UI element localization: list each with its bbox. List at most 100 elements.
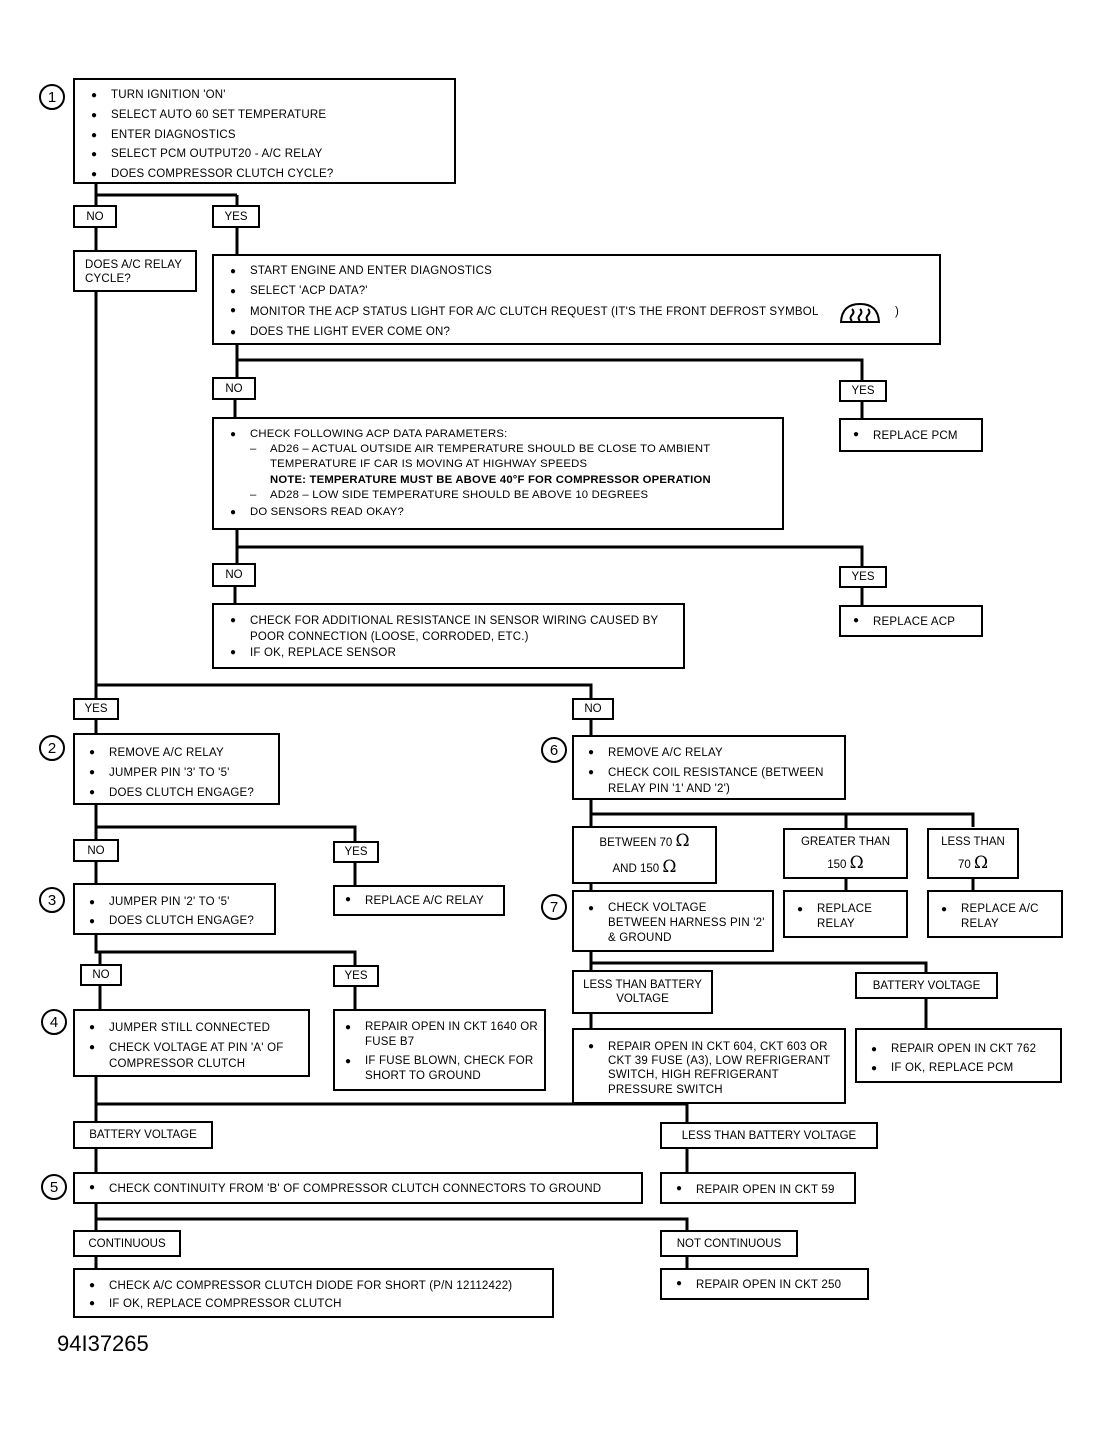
label-no: NO <box>80 964 122 986</box>
step4-box: JUMPER STILL CONNECTED CHECK VOLTAGE AT … <box>73 1009 310 1077</box>
step-number-5: 5 <box>41 1174 67 1200</box>
engine-item: MONITOR THE ACP STATUS LIGHT FOR A/C CLU… <box>224 301 935 324</box>
acp-title: CHECK FOLLOWING ACP DATA PARAMETERS: <box>224 427 778 442</box>
diode-check-box: CHECK A/C COMPRESSOR CLUTCH DIODE FOR SH… <box>73 1268 554 1318</box>
label-continuous: CONTINUOUS <box>73 1230 181 1257</box>
sensor-item: CHECK FOR ADDITIONAL RESISTANCE IN SENSO… <box>224 613 679 645</box>
engine-item: SELECT 'ACP DATA?' <box>224 282 935 302</box>
acp-question: DO SENSORS READ OKAY? <box>224 505 778 520</box>
label-greater-than-150-ohm: GREATER THAN 150 Ω <box>783 828 908 879</box>
replace-relay-mid-item: REPLACE RELAY <box>791 902 902 932</box>
step6-item: REMOVE A/C RELAY <box>582 745 840 761</box>
acp-parameters-box: CHECK FOLLOWING ACP DATA PARAMETERS: – A… <box>212 417 784 530</box>
sensor-wiring-box: CHECK FOR ADDITIONAL RESISTANCE IN SENSO… <box>212 603 685 669</box>
label-battery-voltage: BATTERY VOLTAGE <box>73 1121 213 1149</box>
label-no: NO <box>73 205 117 228</box>
step2-box: REMOVE A/C RELAY JUMPER PIN '3' TO '5' D… <box>73 733 280 805</box>
front-defrost-icon <box>838 301 882 324</box>
acp-note: NOTE: TEMPERATURE MUST BE ABOVE 40°F FOR… <box>270 473 711 486</box>
step4-item: JUMPER STILL CONNECTED <box>83 1020 304 1036</box>
diode-item: CHECK A/C COMPRESSOR CLUTCH DIODE FOR SH… <box>83 1277 548 1295</box>
repair-762-item: REPAIR OPEN IN CKT 762 <box>865 1040 1056 1059</box>
step4-item: CHECK VOLTAGE AT PIN 'A' OF COMPRESSOR C… <box>83 1040 304 1072</box>
dash-mark: – <box>250 488 257 501</box>
repair-604-item: REPAIR OPEN IN CKT 604, CKT 603 OR CKT 3… <box>582 1040 840 1097</box>
replace-relay-left-box: REPLACE A/C RELAY <box>333 885 505 916</box>
engine-item-text: MONITOR THE ACP STATUS LIGHT FOR A/C CLU… <box>250 306 819 319</box>
replace-relay-right-box: REPLACE A/C RELAY <box>927 890 1063 938</box>
less-line1: LESS THAN <box>941 835 1005 848</box>
relay-cycle-question: DOES A/C RELAY CYCLE? <box>73 250 197 292</box>
engine-item: DOES THE LIGHT EVER COME ON? <box>224 323 935 343</box>
label-no: NO <box>73 839 119 862</box>
label-no: NO <box>572 698 614 720</box>
step7-box: CHECK VOLTAGE BETWEEN HARNESS PIN '2' & … <box>572 890 774 952</box>
less-line2: 70 Ω <box>958 853 988 876</box>
label-less-than-battery-voltage: LESS THAN BATTERY VOLTAGE <box>660 1122 878 1149</box>
step2-item: JUMPER PIN '3' TO '5' <box>83 763 274 783</box>
repair-762-item: IF OK, REPLACE PCM <box>865 1059 1056 1078</box>
step7-item: CHECK VOLTAGE BETWEEN HARNESS PIN '2' & … <box>582 901 768 946</box>
step1-item: TURN IGNITION 'ON' <box>85 86 450 106</box>
acp-ad26: – AD26 – ACTUAL OUTSIDE AIR TEMPERATURE … <box>224 442 778 472</box>
label-yes: YES <box>333 965 379 987</box>
label-no: NO <box>212 563 256 587</box>
acp-ad26-text: AD26 – ACTUAL OUTSIDE AIR TEMPERATURE SH… <box>270 443 711 471</box>
acp-ad28-text: AD28 – LOW SIDE TEMPERATURE SHOULD BE AB… <box>270 488 649 501</box>
repair-762-box: REPAIR OPEN IN CKT 762 IF OK, REPLACE PC… <box>855 1028 1062 1083</box>
repair-1640-item: IF FUSE BLOWN, CHECK FOR SHORT TO GROUND <box>339 1054 540 1084</box>
replace-pcm-box: REPLACE PCM <box>839 418 983 452</box>
step1-item: ENTER DIAGNOSTICS <box>85 126 450 146</box>
repair-1640-item: REPAIR OPEN IN CKT 1640 OR FUSE B7 <box>339 1020 540 1050</box>
between-line1: BETWEEN 70 Ω <box>599 829 689 855</box>
repair-604-box: REPAIR OPEN IN CKT 604, CKT 603 OR CKT 3… <box>572 1028 846 1104</box>
step-number-2: 2 <box>39 735 65 761</box>
label-less-than-70-ohm: LESS THAN 70 Ω <box>927 828 1019 879</box>
replace-relay-mid-box: REPLACE RELAY <box>783 890 908 938</box>
step5-item: CHECK CONTINUITY FROM 'B' OF COMPRESSOR … <box>83 1182 637 1196</box>
step-number-3: 3 <box>39 887 65 913</box>
step1-item: SELECT PCM OUTPUT20 - A/C RELAY <box>85 145 450 165</box>
start-engine-box: START ENGINE AND ENTER DIAGNOSTICS SELEC… <box>212 254 941 345</box>
step1-item: DOES COMPRESSOR CLUTCH CYCLE? <box>85 165 450 185</box>
figure-id: 94I37265 <box>57 1331 149 1356</box>
step3-box: JUMPER PIN '2' TO '5' DOES CLUTCH ENGAGE… <box>73 883 276 935</box>
engine-item: START ENGINE AND ENTER DIAGNOSTICS <box>224 262 935 282</box>
repair-250-box: REPAIR OPEN IN CKT 250 <box>660 1268 869 1300</box>
step-number-1: 1 <box>39 84 65 110</box>
replace-relay-left-item: REPLACE A/C RELAY <box>339 894 499 908</box>
repair-59-box: REPAIR OPEN IN CKT 59 <box>660 1172 856 1204</box>
dash-mark: – <box>250 443 257 456</box>
step1-item: SELECT AUTO 60 SET TEMPERATURE <box>85 106 450 126</box>
label-no: NO <box>212 377 256 400</box>
replace-relay-right-item: REPLACE A/C RELAY <box>935 902 1057 932</box>
engine-item-paren: ) <box>894 306 899 319</box>
repair-59-item: REPAIR OPEN IN CKT 59 <box>670 1183 850 1197</box>
label-less-than-battery-voltage-2: LESS THAN BATTERY VOLTAGE <box>572 970 713 1014</box>
step1-box: TURN IGNITION 'ON' SELECT AUTO 60 SET TE… <box>73 78 456 185</box>
ohm-symbol: Ω <box>675 831 690 851</box>
step2-item: DOES CLUTCH ENGAGE? <box>83 783 274 803</box>
label-yes: YES <box>839 380 887 402</box>
step-number-7: 7 <box>541 894 567 920</box>
greater-text2: 150 <box>827 858 847 871</box>
less-text2: 70 <box>957 858 971 871</box>
replace-acp-item: REPLACE ACP <box>847 615 977 629</box>
ohm-symbol: Ω <box>973 852 989 873</box>
step-number-4: 4 <box>41 1009 67 1035</box>
repair-1640-box: REPAIR OPEN IN CKT 1640 OR FUSE B7 IF FU… <box>333 1009 546 1091</box>
label-not-continuous: NOT CONTINUOUS <box>660 1230 798 1257</box>
acp-ad28: – AD28 – LOW SIDE TEMPERATURE SHOULD BE … <box>224 488 778 503</box>
between-text1: BETWEEN 70 <box>599 837 673 849</box>
step-number-6: 6 <box>541 737 567 763</box>
greater-line2: 150 Ω <box>827 853 864 876</box>
label-yes: YES <box>333 841 379 863</box>
step3-item: JUMPER PIN '2' TO '5' <box>83 893 270 912</box>
step6-item: CHECK COIL RESISTANCE (BETWEEN RELAY PIN… <box>582 765 840 797</box>
between-text2: AND 150 <box>612 863 660 875</box>
repair-250-item: REPAIR OPEN IN CKT 250 <box>670 1278 863 1292</box>
label-yes: YES <box>212 205 260 228</box>
between-line2: AND 150 Ω <box>613 855 677 881</box>
label-yes: YES <box>839 566 887 588</box>
